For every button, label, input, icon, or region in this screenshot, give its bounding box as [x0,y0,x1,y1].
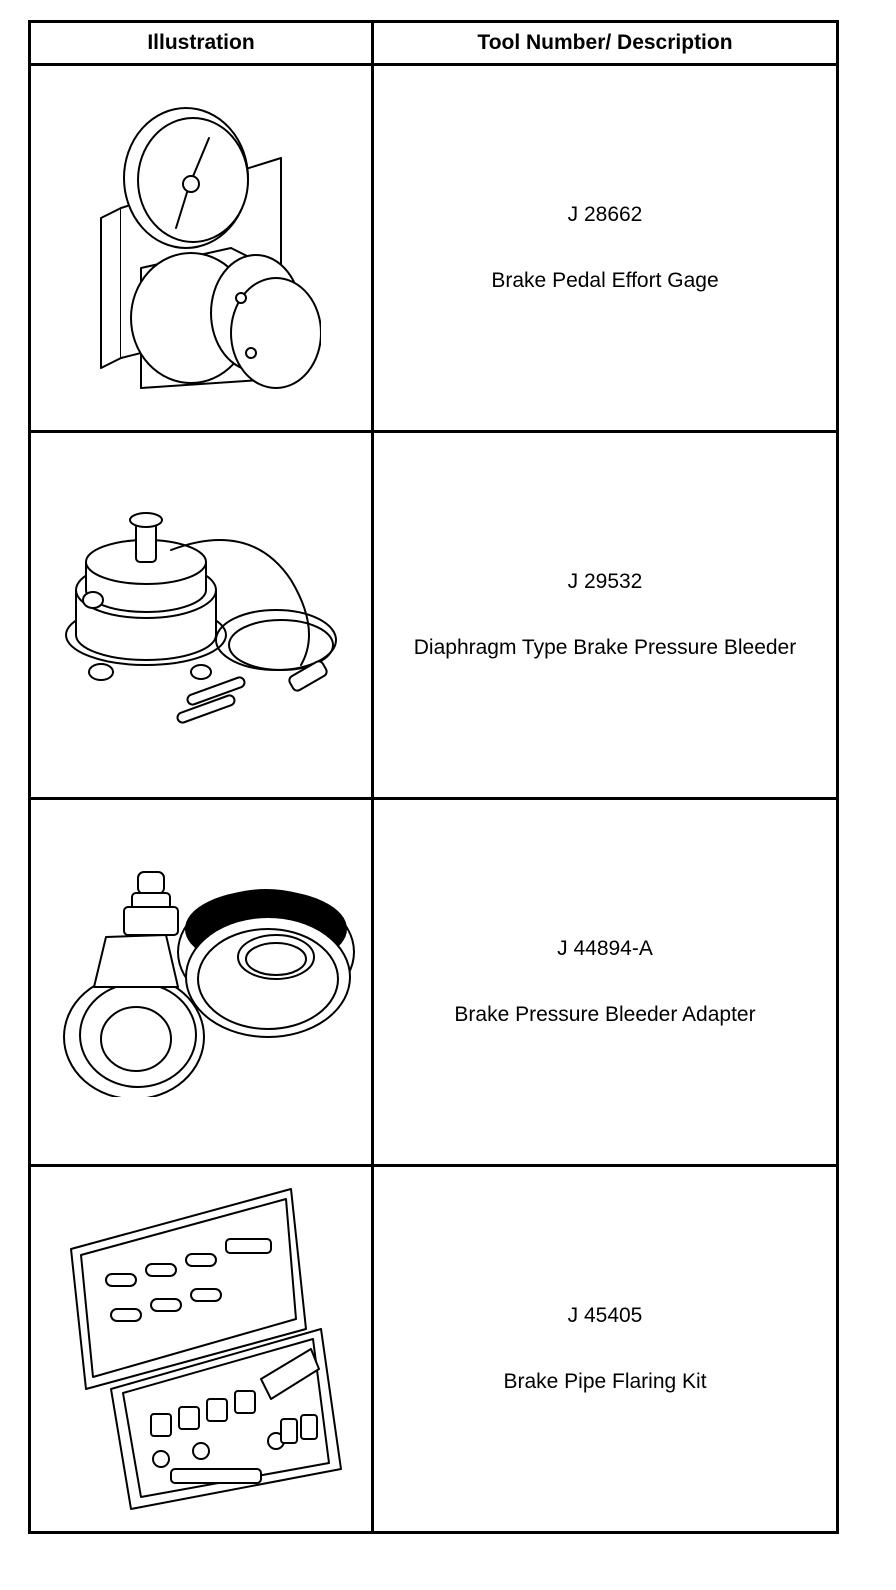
tool-number: J 28662 [567,203,643,226]
description-cell: J 44894-A Brake Pressure Bleeder Adapter [371,797,839,1167]
tool-number: J 45405 [567,1304,643,1327]
table-row: J 44894-A Brake Pressure Bleeder Adapter [28,797,839,1167]
description-cell: J 28662 Brake Pedal Effort Gage [371,63,839,433]
header-row: Illustration Tool Number/ Description [28,20,839,66]
tool-number: J 44894-A [557,937,653,960]
tool-description: Brake Pipe Flaring Kit [503,1370,707,1393]
table-row: J 45405 Brake Pipe Flaring Kit [28,1164,839,1534]
description-cell: J 29532 Diaphragm Type Brake Pressure Bl… [371,430,839,800]
header-tool-number-description: Tool Number/ Description [371,20,839,66]
table-row: J 29532 Diaphragm Type Brake Pressure Bl… [28,430,839,800]
bleeder-adapter-icon [63,871,355,1097]
flaring-kit-icon [70,1188,342,1510]
illustration-cell [28,63,374,433]
illustration-cell [28,1164,374,1534]
illustration-cell [28,430,374,800]
description-cell: J 45405 Brake Pipe Flaring Kit [371,1164,839,1534]
tools-table: Illustration Tool Number/ Description [28,20,839,1534]
header-illustration: Illustration [28,20,374,66]
table-row: J 28662 Brake Pedal Effort Gage [28,63,839,433]
tool-description: Brake Pressure Bleeder Adapter [454,1003,756,1026]
pressure-bleeder-icon [65,512,337,724]
pressure-gage-icon [100,107,321,389]
tool-number: J 29532 [567,570,643,593]
tool-description: Diaphragm Type Brake Pressure Bleeder [413,636,797,659]
tool-description: Brake Pedal Effort Gage [491,269,719,292]
illustration-cell [28,797,374,1167]
